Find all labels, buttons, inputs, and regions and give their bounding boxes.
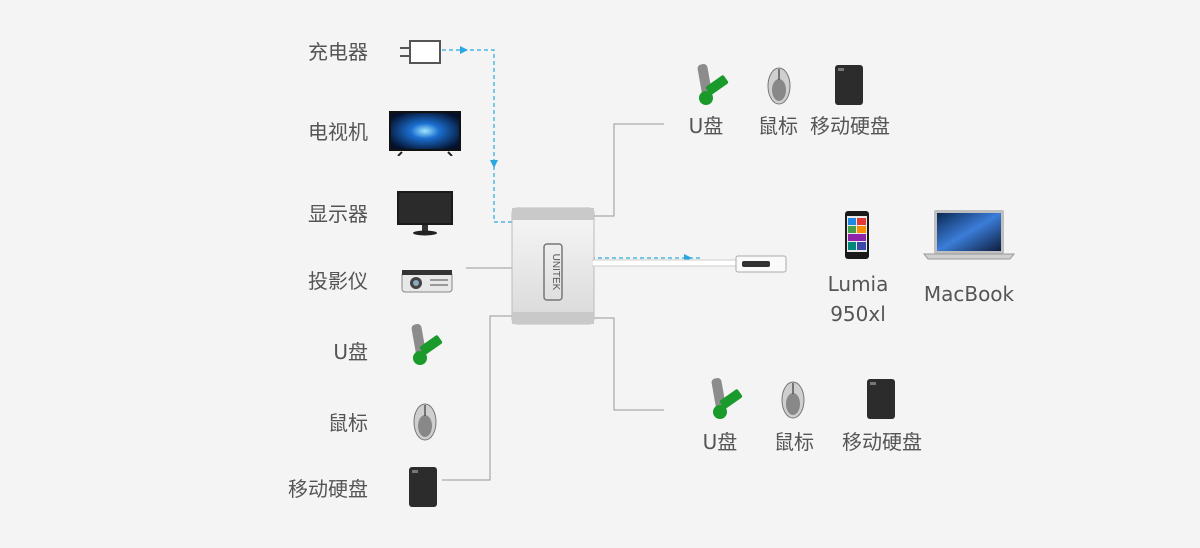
label-hdd-left: 移动硬盘 [288,477,368,501]
tv-icon [389,111,461,156]
label-usb-bottom: U盘 [702,430,738,454]
hard-drive-icon-left [409,467,437,507]
hard-drive-icon-bottom [867,379,895,419]
usb-drive-icon-bottom [711,378,743,419]
hub-brand: UNITEK [550,254,561,291]
label-mouse-bottom: 鼠标 [774,430,814,454]
projector-icon [401,270,453,293]
hard-drive-icon-top [835,65,863,105]
label-mouse-left: 鼠标 [328,411,368,435]
label-hdd-bottom: 移动硬盘 [842,430,922,454]
power-arrow-1 [460,46,468,54]
label-lumia-line1: Lumia [827,272,889,296]
label-monitor: 显示器 [308,202,368,226]
usb-c-hub: UNITEK [511,207,595,325]
phone-icon [845,211,869,259]
mouse-icon-left [413,403,437,441]
plug-icon [400,40,441,64]
label-macbook: MacBook [923,282,1015,306]
label-usb-top: U盘 [688,114,724,138]
label-hdd-top: 移动硬盘 [810,114,890,138]
left-usb-line [442,315,512,481]
label-mouse-top: 鼠标 [758,114,798,138]
laptop-icon [922,210,1016,260]
power-path [442,49,700,259]
usb-drive-icon-left [411,324,443,365]
usb-drive-icon-top [697,64,729,105]
label-projector: 投影仪 [308,269,368,293]
mouse-icon-bottom [781,381,805,419]
label-charger: 充电器 [308,40,368,64]
mouse-icon-top [767,67,791,105]
label-lumia-line2: 950xl [830,302,886,326]
bottom-right-line [592,317,664,411]
power-arrow-2 [490,160,498,168]
label-usb-left: U盘 [333,340,368,364]
monitor-icon [397,191,453,236]
top-right-line [592,123,664,217]
label-tv: 电视机 [308,120,368,144]
usb-c-cable [592,255,787,273]
